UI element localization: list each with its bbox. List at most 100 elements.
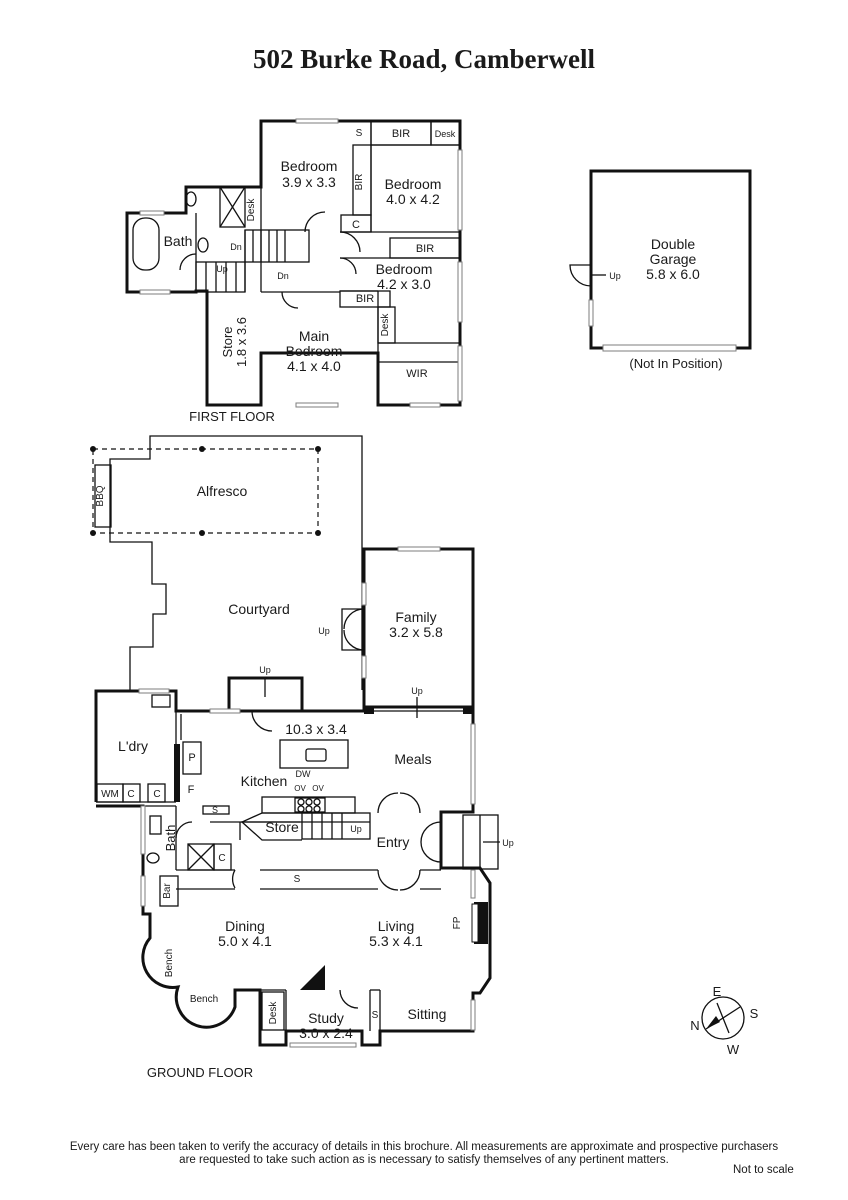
garage-name-2: Garage	[650, 251, 697, 267]
door-swing	[339, 231, 361, 253]
pergola-posts	[90, 446, 321, 536]
up-label: Up	[216, 264, 228, 274]
compass-w: W	[727, 1042, 740, 1057]
store-wall	[240, 812, 302, 841]
living-name: Living	[378, 918, 415, 934]
scale-note: Not to scale	[733, 1164, 794, 1176]
door-swing	[304, 211, 326, 233]
alfresco-name: Alfresco	[197, 483, 248, 499]
first-floor-plan	[125, 118, 463, 408]
toilet	[146, 852, 160, 864]
window	[409, 402, 441, 408]
door-swing	[251, 710, 273, 732]
bench-label: Bench	[190, 994, 218, 1005]
pantry	[182, 741, 202, 775]
page-title: 502 Burke Road, Camberwell	[253, 44, 595, 74]
door-swing	[343, 608, 365, 630]
s-label: S	[294, 874, 301, 885]
door-swing	[339, 989, 359, 1009]
wall-solid	[174, 744, 180, 802]
compass-s: S	[750, 1006, 759, 1021]
garage-note: (Not In Position)	[629, 356, 722, 371]
fp-label: FP	[452, 916, 463, 929]
wir-label: WIR	[406, 368, 427, 380]
ground-floor-label: GROUND FLOOR	[147, 1065, 253, 1080]
kitchen-size: 10.3 x 3.4	[285, 721, 347, 737]
bir-closet	[339, 290, 391, 308]
desk-label: Desk	[268, 1001, 279, 1025]
bench-label: Bench	[164, 949, 175, 977]
door-swing	[179, 253, 197, 271]
dn-label: Dn	[230, 242, 242, 252]
door-swing	[420, 821, 442, 843]
window	[289, 1042, 357, 1048]
garage-plan	[569, 169, 752, 352]
up-label: Up	[502, 838, 514, 848]
compass-north-arrow-icon	[706, 1016, 720, 1029]
window	[457, 149, 463, 231]
study-size: 3.0 x 2.4	[299, 1025, 353, 1041]
wm-label: WM	[101, 789, 119, 800]
main-bedroom-name-2: Bedroom	[286, 343, 343, 359]
cupboard	[340, 214, 372, 233]
bedroom-3-size: 4.2 x 3.0	[377, 276, 431, 292]
disclaimer-line-1: Every care has been taken to verify the …	[69, 1141, 779, 1153]
sink	[305, 748, 327, 762]
dn-label: Dn	[277, 271, 289, 281]
study-name: Study	[308, 1010, 344, 1026]
door-swing	[341, 608, 364, 651]
door-swing	[281, 291, 299, 309]
window	[361, 655, 367, 679]
window	[139, 210, 165, 216]
disclaimer: Every care has been taken to verify the …	[20, 1141, 828, 1167]
door-swing	[377, 869, 399, 891]
up-label: Up	[259, 665, 271, 675]
window	[397, 546, 441, 552]
c-label: C	[352, 219, 360, 231]
kitchen-name: Kitchen	[241, 773, 288, 789]
first-floor-label: FIRST FLOOR	[189, 409, 275, 424]
window	[457, 261, 463, 323]
f-label: F	[188, 784, 195, 796]
bath-tub	[132, 217, 160, 271]
window	[139, 289, 171, 295]
laundry-tub	[151, 694, 171, 708]
compass-ring-icon	[701, 996, 745, 1040]
desk-label: Desk	[246, 198, 257, 222]
alfresco-pergola	[92, 448, 319, 534]
s-cupboard	[202, 805, 230, 815]
compass	[701, 996, 745, 1040]
store-gf-name: Store	[265, 819, 299, 835]
window	[209, 708, 241, 714]
cooktop-burners	[297, 798, 321, 813]
bar	[159, 875, 179, 907]
door-swing	[377, 792, 399, 814]
up-label: Up	[350, 824, 362, 834]
bir-label: BIR	[392, 128, 410, 140]
window	[470, 999, 476, 1031]
bedroom-2-name: Bedroom	[385, 176, 442, 192]
family-name: Family	[395, 609, 436, 625]
bath-gf-name: Bath	[163, 825, 178, 852]
bedroom-3-name: Bedroom	[376, 261, 433, 277]
door-swing	[175, 821, 193, 839]
dining-size: 5.0 x 4.1	[218, 933, 272, 949]
toilet	[185, 191, 197, 207]
window	[470, 723, 476, 805]
bir-label: BIR	[354, 174, 365, 191]
ground-floor-plan	[90, 435, 500, 1048]
up-label: Up	[609, 271, 621, 281]
living-size: 5.3 x 4.1	[369, 933, 423, 949]
door-swing	[399, 792, 421, 814]
door-swing	[420, 841, 442, 863]
bedroom-1-size: 3.9 x 3.3	[282, 174, 336, 190]
s-label: S	[356, 128, 363, 139]
vanity	[149, 815, 162, 835]
bedroom-2-size: 4.0 x 4.2	[386, 191, 440, 207]
disclaimer-line-2: are requested to take such action as is …	[179, 1154, 669, 1166]
desk	[261, 991, 285, 1031]
bbq-label: BBQ	[95, 485, 106, 506]
window	[295, 402, 339, 408]
window	[588, 299, 594, 327]
